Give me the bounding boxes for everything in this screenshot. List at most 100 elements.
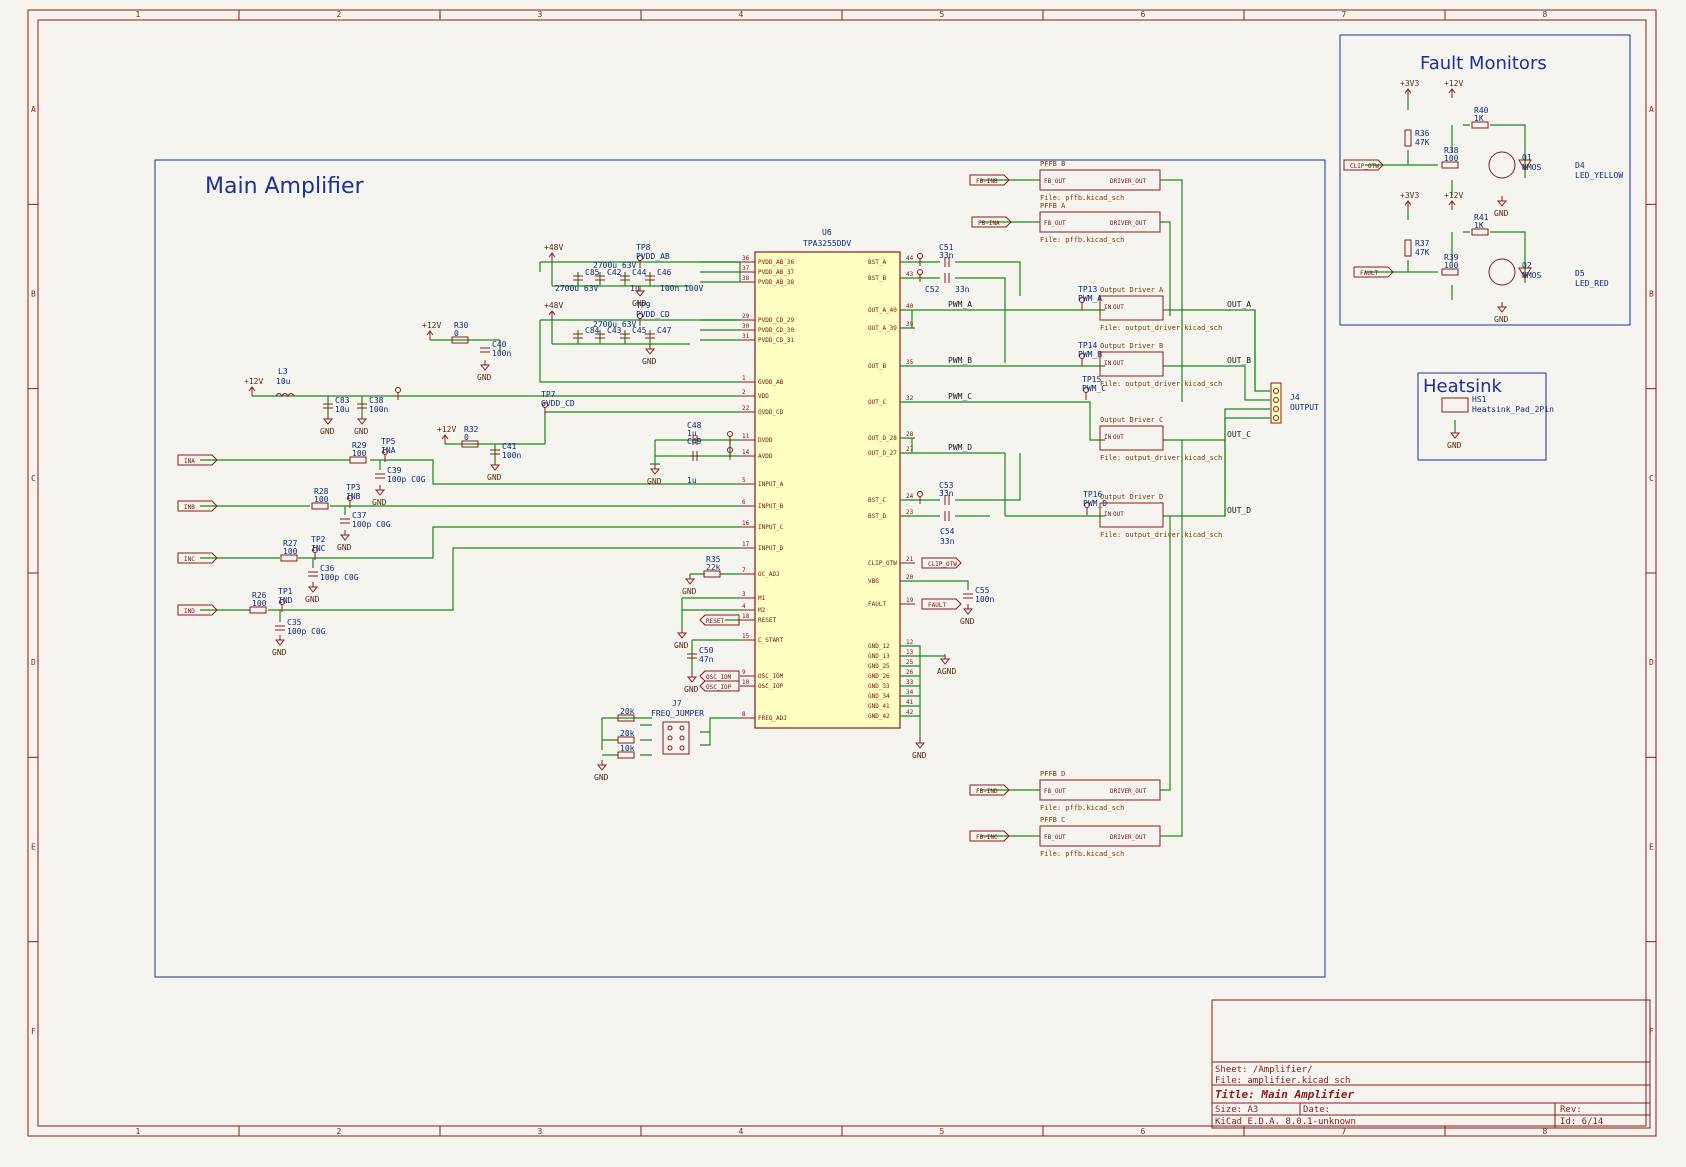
label-inc[interactable]: INC xyxy=(177,552,218,564)
capacitor[interactable]: C84 xyxy=(573,326,600,339)
capacitor[interactable]: C85 xyxy=(573,268,600,281)
label-fb-inb[interactable]: FB-INB xyxy=(969,174,1010,186)
label-fb-inc[interactable]: FB-INC xyxy=(969,830,1010,842)
label-ina[interactable]: INA xyxy=(177,454,218,466)
label-shape xyxy=(699,614,740,626)
capacitor[interactable]: C49 xyxy=(687,437,702,461)
resistor[interactable]: 20k xyxy=(617,707,635,722)
capacitor[interactable]: C46 xyxy=(645,268,672,281)
resistor[interactable]: 10k xyxy=(617,744,635,759)
resistor[interactable]: 20k xyxy=(617,729,635,744)
test-point[interactable] xyxy=(395,387,401,401)
d4-led[interactable] xyxy=(1518,159,1532,171)
test-point[interactable] xyxy=(917,491,923,505)
test-point[interactable] xyxy=(917,253,923,267)
tp-value: GVDD_CD xyxy=(541,399,575,408)
label-inb[interactable]: INB xyxy=(177,500,218,512)
capacitor[interactable]: C45 xyxy=(620,326,647,339)
inductor-l3[interactable] xyxy=(275,393,295,397)
title-block: Sheet: /Amplifier/ File: amplifier.kicad… xyxy=(1211,999,1651,1129)
power-arrow xyxy=(548,252,556,258)
label-osc-iom[interactable]: OSC_IOM xyxy=(699,670,740,682)
label-fb-ina[interactable]: FB-INA xyxy=(971,216,1012,228)
test-point[interactable] xyxy=(727,431,733,445)
capacitor[interactable] xyxy=(944,511,950,521)
d5-led[interactable] xyxy=(1518,267,1532,279)
capacitor[interactable]: C42 xyxy=(595,268,622,281)
freq-jumper-j7[interactable] xyxy=(662,721,690,755)
label-fb-ind[interactable]: FB-IND xyxy=(969,784,1010,796)
test-point[interactable] xyxy=(917,269,923,283)
label-osc-iop[interactable]: OSC_IOP xyxy=(699,680,740,692)
ic-pin-number: 28 xyxy=(906,431,914,438)
gnd-triangle xyxy=(686,676,698,683)
heatsink-hs1[interactable] xyxy=(1441,397,1469,413)
cap-ref: C49 xyxy=(687,437,702,446)
label-clip-otw-in[interactable]: CLIP_OTW xyxy=(1343,159,1384,171)
label-fault-in[interactable]: FAULT xyxy=(1353,266,1394,278)
capacitor[interactable]: C47 xyxy=(645,326,672,339)
label-clip-otw[interactable]: CLIP_OTW xyxy=(921,557,962,569)
label-reset[interactable]: RESET xyxy=(699,614,740,626)
q1-nmos[interactable] xyxy=(1488,151,1516,179)
ic-u6[interactable]: U6 TPA3255DDV 36PVDD_AB_3637PVDD_AB_3738… xyxy=(740,228,915,729)
capacitor[interactable]: C43 xyxy=(595,326,622,339)
capacitor[interactable] xyxy=(944,273,950,283)
capacitor[interactable]: C44 xyxy=(620,268,647,281)
label-ind[interactable]: IND xyxy=(177,604,218,616)
connector-j4[interactable] xyxy=(1270,382,1282,424)
ic-pin-name: INPUT_B xyxy=(758,503,784,510)
frame-row-left: C xyxy=(31,474,36,483)
test-point[interactable] xyxy=(727,447,733,461)
sheet-box xyxy=(1099,351,1164,377)
label-fault[interactable]: FAULT xyxy=(921,598,962,610)
q2-nmos[interactable] xyxy=(1488,258,1516,286)
j4-pin xyxy=(1273,388,1279,394)
